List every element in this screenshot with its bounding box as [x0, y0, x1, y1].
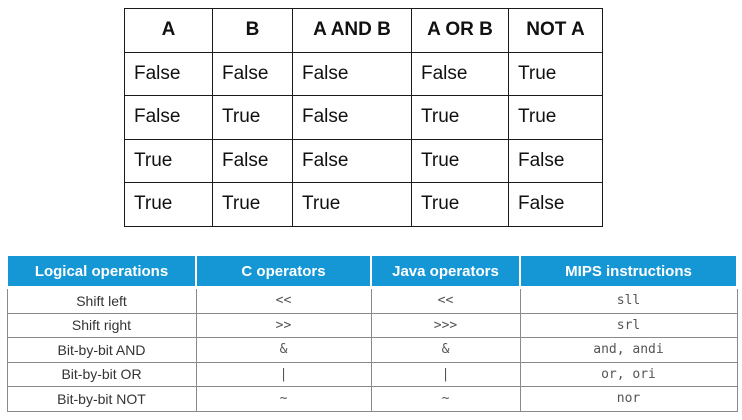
table-cell: True	[212, 182, 293, 227]
ops-header-mips-instructions: MIPS instructions	[519, 256, 738, 289]
operation-name: Bit-by-bit AND	[6, 337, 197, 363]
truth-header-not-a: NOT A	[508, 8, 603, 53]
table-cell: False	[292, 138, 412, 183]
table-row: Bit-by-bit NOT ~ ~ nor	[6, 386, 738, 412]
table-cell: True	[411, 138, 509, 183]
ops-table-header-row: Logical operations C operators Java oper…	[6, 256, 738, 289]
table-row: Shift right >> >>> srl	[6, 312, 738, 338]
truth-header-a-or-b: A OR B	[411, 8, 509, 53]
table-cell: True	[124, 138, 213, 183]
table-cell: True	[212, 95, 293, 140]
operation-name: Bit-by-bit OR	[6, 361, 197, 387]
table-cell: True	[411, 95, 509, 140]
java-operator: ~	[370, 386, 521, 412]
truth-header-a-and-b: A AND B	[292, 8, 412, 53]
operation-name: Bit-by-bit NOT	[6, 386, 197, 412]
table-row: True True True True False	[124, 182, 603, 227]
operation-name: Shift left	[6, 287, 197, 314]
ops-header-c-operators: C operators	[195, 256, 372, 289]
table-row: Bit-by-bit AND & & and, andi	[6, 337, 738, 363]
table-cell: False	[212, 51, 293, 96]
table-row: False False False False True	[124, 51, 603, 96]
c-operator: &	[195, 337, 372, 363]
ops-header-logical-operations: Logical operations	[6, 256, 197, 289]
java-operator: <<	[370, 287, 521, 314]
table-cell: True	[124, 182, 213, 227]
java-operator: &	[370, 337, 521, 363]
table-cell: True	[292, 182, 412, 227]
table-cell: False	[292, 51, 412, 96]
mips-instruction: srl	[519, 312, 738, 338]
c-operator: |	[195, 361, 372, 387]
java-operator: >>>	[370, 312, 521, 338]
table-cell: False	[411, 51, 509, 96]
table-cell: True	[508, 51, 603, 96]
table-cell: False	[212, 138, 293, 183]
table-row: False True False True True	[124, 95, 603, 140]
table-cell: True	[411, 182, 509, 227]
mips-instruction: nor	[519, 386, 738, 412]
table-row: Shift left << << sll	[6, 287, 738, 314]
c-operator: ~	[195, 386, 372, 412]
table-cell: False	[508, 182, 603, 227]
mips-instruction: or, ori	[519, 361, 738, 387]
operation-name: Shift right	[6, 312, 197, 338]
table-row: Bit-by-bit OR | | or, ori	[6, 361, 738, 387]
java-operator: |	[370, 361, 521, 387]
table-cell: False	[124, 95, 213, 140]
truth-header-b: B	[212, 8, 293, 53]
table-row: True False False True False	[124, 138, 603, 183]
logical-operations-table: Logical operations C operators Java oper…	[6, 256, 738, 412]
table-cell: False	[124, 51, 213, 96]
table-cell: False	[292, 95, 412, 140]
truth-table-header-row: A B A AND B A OR B NOT A	[124, 8, 603, 53]
mips-instruction: sll	[519, 287, 738, 314]
truth-header-a: A	[124, 8, 213, 53]
c-operator: >>	[195, 312, 372, 338]
table-cell: True	[508, 95, 603, 140]
mips-instruction: and, andi	[519, 337, 738, 363]
c-operator: <<	[195, 287, 372, 314]
table-cell: False	[508, 138, 603, 183]
truth-table: A B A AND B A OR B NOT A False False Fal…	[124, 8, 603, 227]
ops-header-java-operators: Java operators	[370, 256, 521, 289]
